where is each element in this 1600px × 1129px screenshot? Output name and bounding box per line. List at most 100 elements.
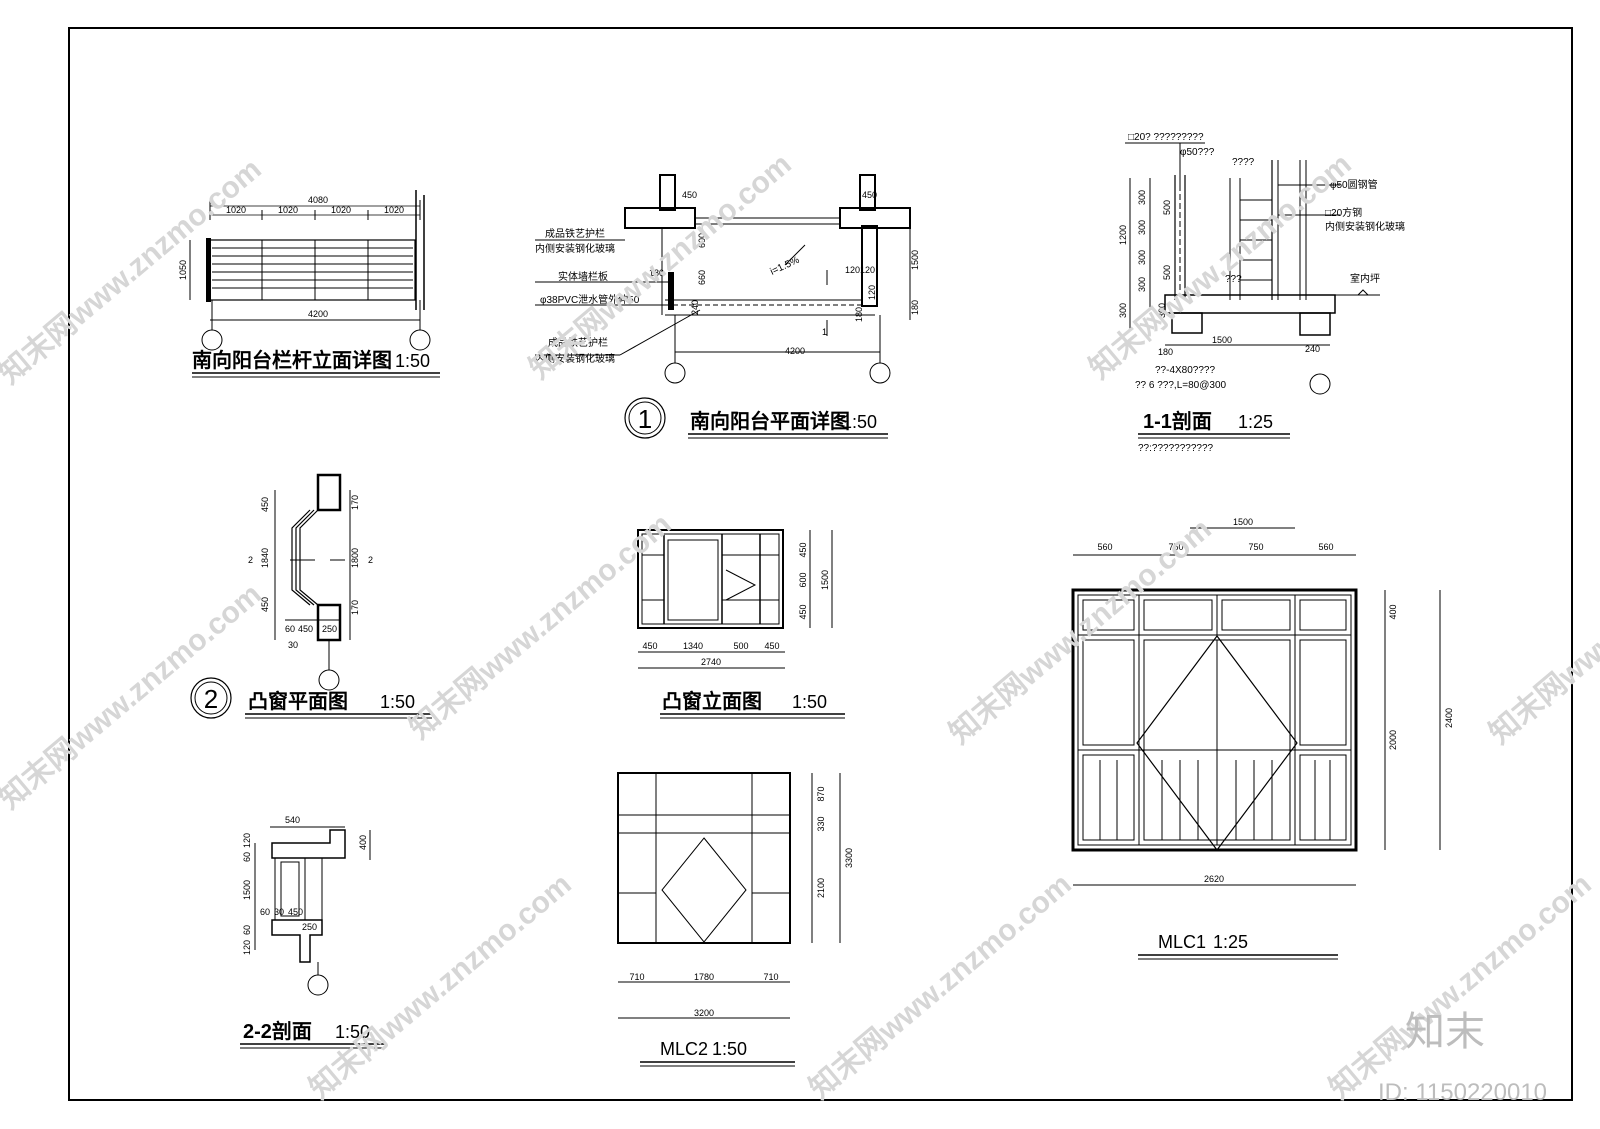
sec2-dim-7: 30 [274,907,284,917]
sec1-note-8: ??? [1225,274,1242,285]
sheet-border [68,27,1573,1101]
balcony-plan-title: 南向阳台平面详图 [690,409,850,433]
balcony-plan-scale: 1:50 [842,412,877,432]
section-2-2-title: 2-2剖面 [243,1019,312,1043]
bay-window-elevation: 450 1340 500 450 2740 450 600 450 1500 凸… [637,529,845,719]
mlc2-dim-6: 330 [816,816,826,831]
mlc1-dim-1: 1500 [1233,517,1253,527]
bw-elev-dim-7: 600 [798,572,808,587]
dim-bay-4: 1020 [384,205,404,215]
section-1-1-scale: 1:25 [1238,412,1273,432]
plan-note-1: 成品铁艺护栏 [545,227,605,240]
section-1-1-footnote: ??:??????????? [1138,443,1214,454]
sec1-note-10: ?? 6 ???,L=80@300 [1135,380,1227,391]
plan-note-4: φ38PVC泄水管外伸50 [540,293,640,306]
plan-note-3: 实体墙栏板 [558,270,608,283]
plan-dim-5: 180 [649,268,664,278]
mlc1-dim-4: 750 [1248,542,1263,552]
sec1-dim-3: 300 [1137,250,1147,265]
mlc1-title: MLC1 [1158,932,1206,952]
sec2-dim-9: 250 [302,922,317,932]
plan-dim-12: 120 [867,285,877,300]
bw-elev-dim-6: 450 [798,542,808,557]
sec1-dim-6: 300 [1137,277,1147,292]
bw-plan-mark-right: 2 [368,555,373,565]
sec1-note-7: 室内坪 [1350,272,1380,285]
section-1-1-title: 1-1剖面 [1143,409,1212,433]
sec1-dim-1: 300 [1137,190,1147,205]
railing-elevation-scale: 1:50 [395,351,430,371]
watermark-text-3: 知末网www.znzmo.com [0,578,268,816]
mlc1-dim-3: 750 [1168,542,1183,552]
sec2-dim-5: 1500 [242,880,252,900]
dim-bay-3: 1020 [331,205,351,215]
mlc1-dim-2: 560 [1097,542,1112,552]
mlc2-dim-2: 1780 [694,972,714,982]
sec2-dim-8: 450 [288,907,303,917]
bw-plan-mark-left: 2 [248,555,253,565]
plan-dim-8: 120 [860,265,875,275]
bw-plan-dim-10: 250 [322,624,337,634]
mlc2-dim-5: 870 [816,786,826,801]
mlc2-dim-3: 710 [763,972,778,982]
section-1-1: □20? ????????? φ50??? ???? φ50圆钢管 □20方钢 … [1118,132,1405,454]
plan-callout: 1 [638,404,652,434]
bay-window-elevation-scale: 1:50 [792,692,827,712]
plan-note-2: 内侧安装钢化玻璃 [535,242,615,255]
dim-total: 4080 [308,195,328,205]
sec1-dim-9: 300 [1157,303,1167,318]
bw-elev-dim-3: 500 [733,641,748,651]
sec1-dim-10: 180 [1158,347,1173,357]
dim-bay-1: 1020 [226,205,246,215]
plan-dim-1: 450 [682,190,697,200]
section-2-2-scale: 1:50 [335,1022,370,1042]
bw-plan-dim-9: 30 [288,640,298,650]
bw-plan-dim-6: 170 [350,600,360,615]
mlc1-elevation: 1500 560 750 750 560 400 2000 2400 2620 … [1071,517,1454,960]
sec1-note-9: ??-4X80???? [1155,365,1215,376]
watermark-brand: 知末 [1405,1010,1485,1054]
bw-elev-dim-1: 450 [642,641,657,651]
mlc1-dim-6: 400 [1388,604,1398,619]
balcony-railing-elevation: 4080 1020 1020 1020 1020 1050 4200 南向阳台栏… [178,190,440,378]
sec1-dim-11: 1500 [1212,335,1232,345]
bw-elev-dim-2: 1340 [683,641,703,651]
sec1-note-6: 内侧安装钢化玻璃 [1325,220,1405,233]
bay-window-plan-scale: 1:50 [380,692,415,712]
bw-plan-dim-7: 60 [285,624,295,634]
plan-dim-13: 180 [854,307,864,322]
bw-elev-dim-5: 2740 [701,657,721,667]
plan-dim-4: 660 [697,270,707,285]
sec1-dim-8: 500 [1162,265,1172,280]
bw-plan-dim-1: 450 [260,497,270,512]
watermark-text-5: 知末网www.znzmo.com [943,513,1217,751]
plan-dim-2: 450 [862,190,877,200]
railing-elevation-title: 南向阳台栏杆立面详图 [192,348,392,372]
bw-plan-dim-2: 1840 [260,548,270,568]
sec2-dim-10: 120 [242,940,252,955]
watermark-text-4: 知末网www.znzmo.com [403,508,677,746]
watermark-text-9: 知末网www.znzmo.com [1483,513,1600,751]
watermark-text-7: 知末网www.znzmo.com [803,868,1077,1106]
sec2-dim-11: 60 [242,925,252,935]
sec2-dim-3: 120 [242,833,252,848]
bay-window-plan-title: 凸窗平面图 [248,689,348,713]
watermark-layer: 知末网www.znzmo.com 知末网www.znzmo.com 知末网www… [0,148,1600,1106]
bw-elev-dim-8: 450 [798,604,808,619]
mlc1-scale: 1:25 [1213,932,1248,952]
sec2-dim-2: 60 [242,852,252,862]
mlc1-dim-5: 560 [1318,542,1333,552]
bw-elev-dim-9: 1500 [820,570,830,590]
mlc2-title: MLC2 [660,1039,708,1059]
mlc2-dim-1: 710 [629,972,644,982]
watermark-id: ID: 1150220010 [1378,1079,1547,1106]
mlc1-dim-9: 2620 [1204,874,1224,884]
bw-plan-dim-8: 450 [298,624,313,634]
sec2-dim-1: 540 [285,815,300,825]
sec1-dim-12: 240 [1305,344,1320,354]
bw-plan-dim-5: 1800 [350,548,360,568]
balcony-plan: 成品铁艺护栏 内侧安装钢化玻璃 实体墙栏板 φ38PVC泄水管外伸50 成品铁艺… [535,174,920,439]
dim-bay-2: 1020 [278,205,298,215]
plan-dim-9: 180 [910,300,920,315]
plan-dim-6: 1500 [910,250,920,270]
